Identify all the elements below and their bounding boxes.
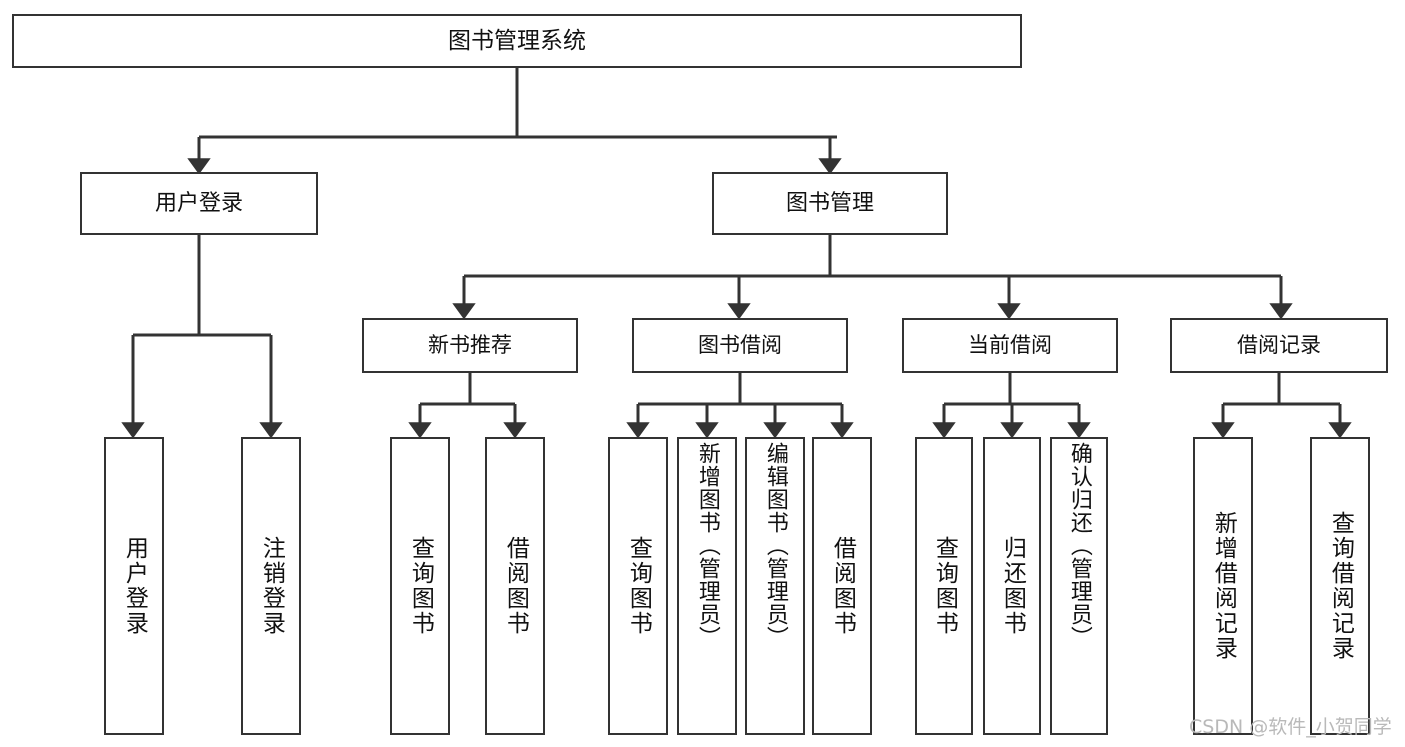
leaf-book-borrow-borrow-book[interactable]: 借阅图书 <box>812 437 872 735</box>
node-user-login[interactable]: 用户登录 <box>80 172 318 235</box>
node-label: 当前借阅 <box>968 333 1052 358</box>
leaf-book-borrow-edit-book-admin[interactable]: 编辑图书（管理员） <box>745 437 805 735</box>
leaf-new-book-query-book[interactable]: 查询图书 <box>390 437 450 735</box>
node-label: 查询借阅记录 <box>1327 511 1354 661</box>
node-label: 查询图书 <box>625 536 652 636</box>
leaf-book-borrow-query-book[interactable]: 查询图书 <box>608 437 668 735</box>
leaf-current-borrow-confirm-return-admin[interactable]: 确认归还（管理员） <box>1050 437 1108 735</box>
leaf-user-login-logout[interactable]: 注销登录 <box>241 437 301 735</box>
leaf-current-borrow-query-book[interactable]: 查询图书 <box>915 437 973 735</box>
csdn-watermark: CSDN @软件_小贺同学 <box>1189 716 1392 738</box>
node-label: 确认归还（管理员） <box>1066 442 1092 649</box>
node-label: 注销登录 <box>258 536 285 636</box>
node-label: 借阅图书 <box>829 536 856 636</box>
node-new-book-recommend[interactable]: 新书推荐 <box>362 318 578 373</box>
leaf-borrow-record-add-record[interactable]: 新增借阅记录 <box>1193 437 1253 735</box>
leaf-user-login-login[interactable]: 用户登录 <box>104 437 164 735</box>
node-label: 新增图书（管理员） <box>694 442 720 649</box>
node-root-system[interactable]: 图书管理系统 <box>12 14 1022 68</box>
node-book-management[interactable]: 图书管理 <box>712 172 948 235</box>
node-label: 查询图书 <box>407 536 434 636</box>
node-current-borrow[interactable]: 当前借阅 <box>902 318 1118 373</box>
node-label: 用户登录 <box>121 536 148 636</box>
node-label: 新增借阅记录 <box>1210 511 1237 661</box>
node-label: 借阅记录 <box>1237 333 1321 358</box>
node-label: 查询图书 <box>931 536 958 636</box>
leaf-new-book-borrow-book[interactable]: 借阅图书 <box>485 437 545 735</box>
leaf-book-borrow-add-book-admin[interactable]: 新增图书（管理员） <box>677 437 737 735</box>
node-label: 新书推荐 <box>428 333 512 358</box>
node-label: 编辑图书（管理员） <box>762 442 788 649</box>
leaf-borrow-record-query-record[interactable]: 查询借阅记录 <box>1310 437 1370 735</box>
node-book-borrow[interactable]: 图书借阅 <box>632 318 848 373</box>
node-label: 归还图书 <box>999 536 1026 636</box>
node-label: 借阅图书 <box>502 536 529 636</box>
node-label: 图书借阅 <box>698 333 782 358</box>
leaf-current-borrow-return-book[interactable]: 归还图书 <box>983 437 1041 735</box>
node-borrow-record[interactable]: 借阅记录 <box>1170 318 1388 373</box>
node-label: 图书管理系统 <box>448 27 586 54</box>
node-label: 用户登录 <box>154 190 243 216</box>
node-label: 图书管理 <box>785 190 874 216</box>
